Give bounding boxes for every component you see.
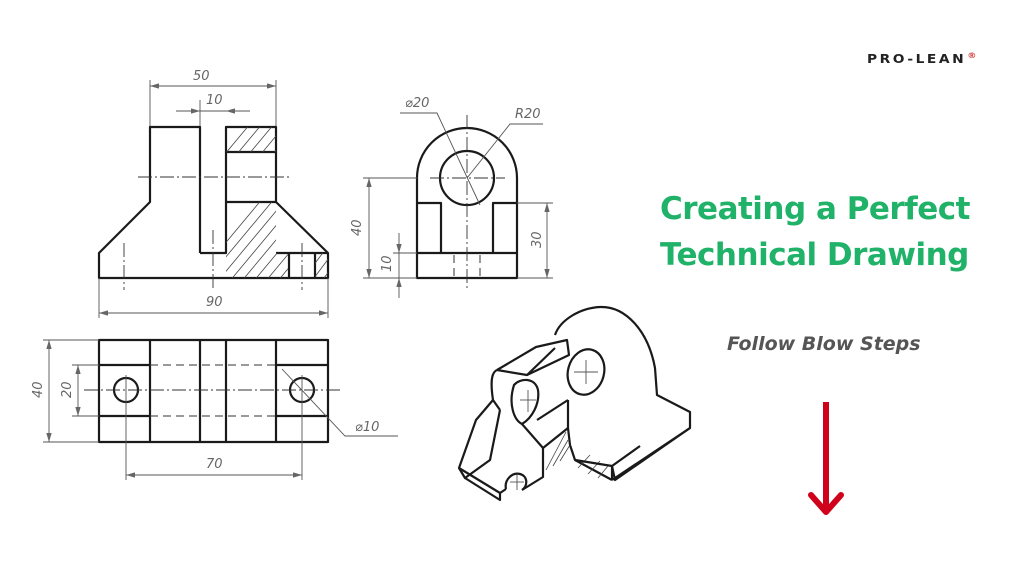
registered-mark-icon: ® [967,51,977,60]
subtitle: Follow Blow Steps [727,333,921,355]
dim-top-width: 50 [193,69,210,84]
dim-hole-diameter: ⌀20 [405,96,429,111]
dim-slot-width: 10 [206,93,223,108]
title-line-1: Creating a Perfect [660,191,970,227]
dim-total-depth: 40 [31,381,46,398]
dim-slot-height: 30 [530,231,545,248]
dim-base-height: 10 [380,255,395,272]
title-line-2: Technical Drawing [660,237,969,273]
dim-height-to-center: 40 [350,219,365,236]
front-view: 50 10 [97,69,330,318]
dim-hole-spacing: 20 [60,381,75,398]
arrow-down-icon [808,402,844,515]
page-title: Creating a Perfect Technical Drawing [660,186,990,278]
top-view: 40 20 70 ⌀10 [31,338,398,480]
dim-radius: R20 [515,107,541,122]
brand-logo-text: PRO-LEAN [867,52,967,66]
dim-hole-center-distance: 70 [206,457,223,472]
dim-base-width: 90 [206,295,223,310]
isometric-view [457,305,692,502]
brand-logo: PRO-LEAN® [867,51,977,66]
side-view: ⌀20 R20 40 10 30 [350,96,553,298]
dim-small-hole-diameter: ⌀10 [355,420,379,435]
